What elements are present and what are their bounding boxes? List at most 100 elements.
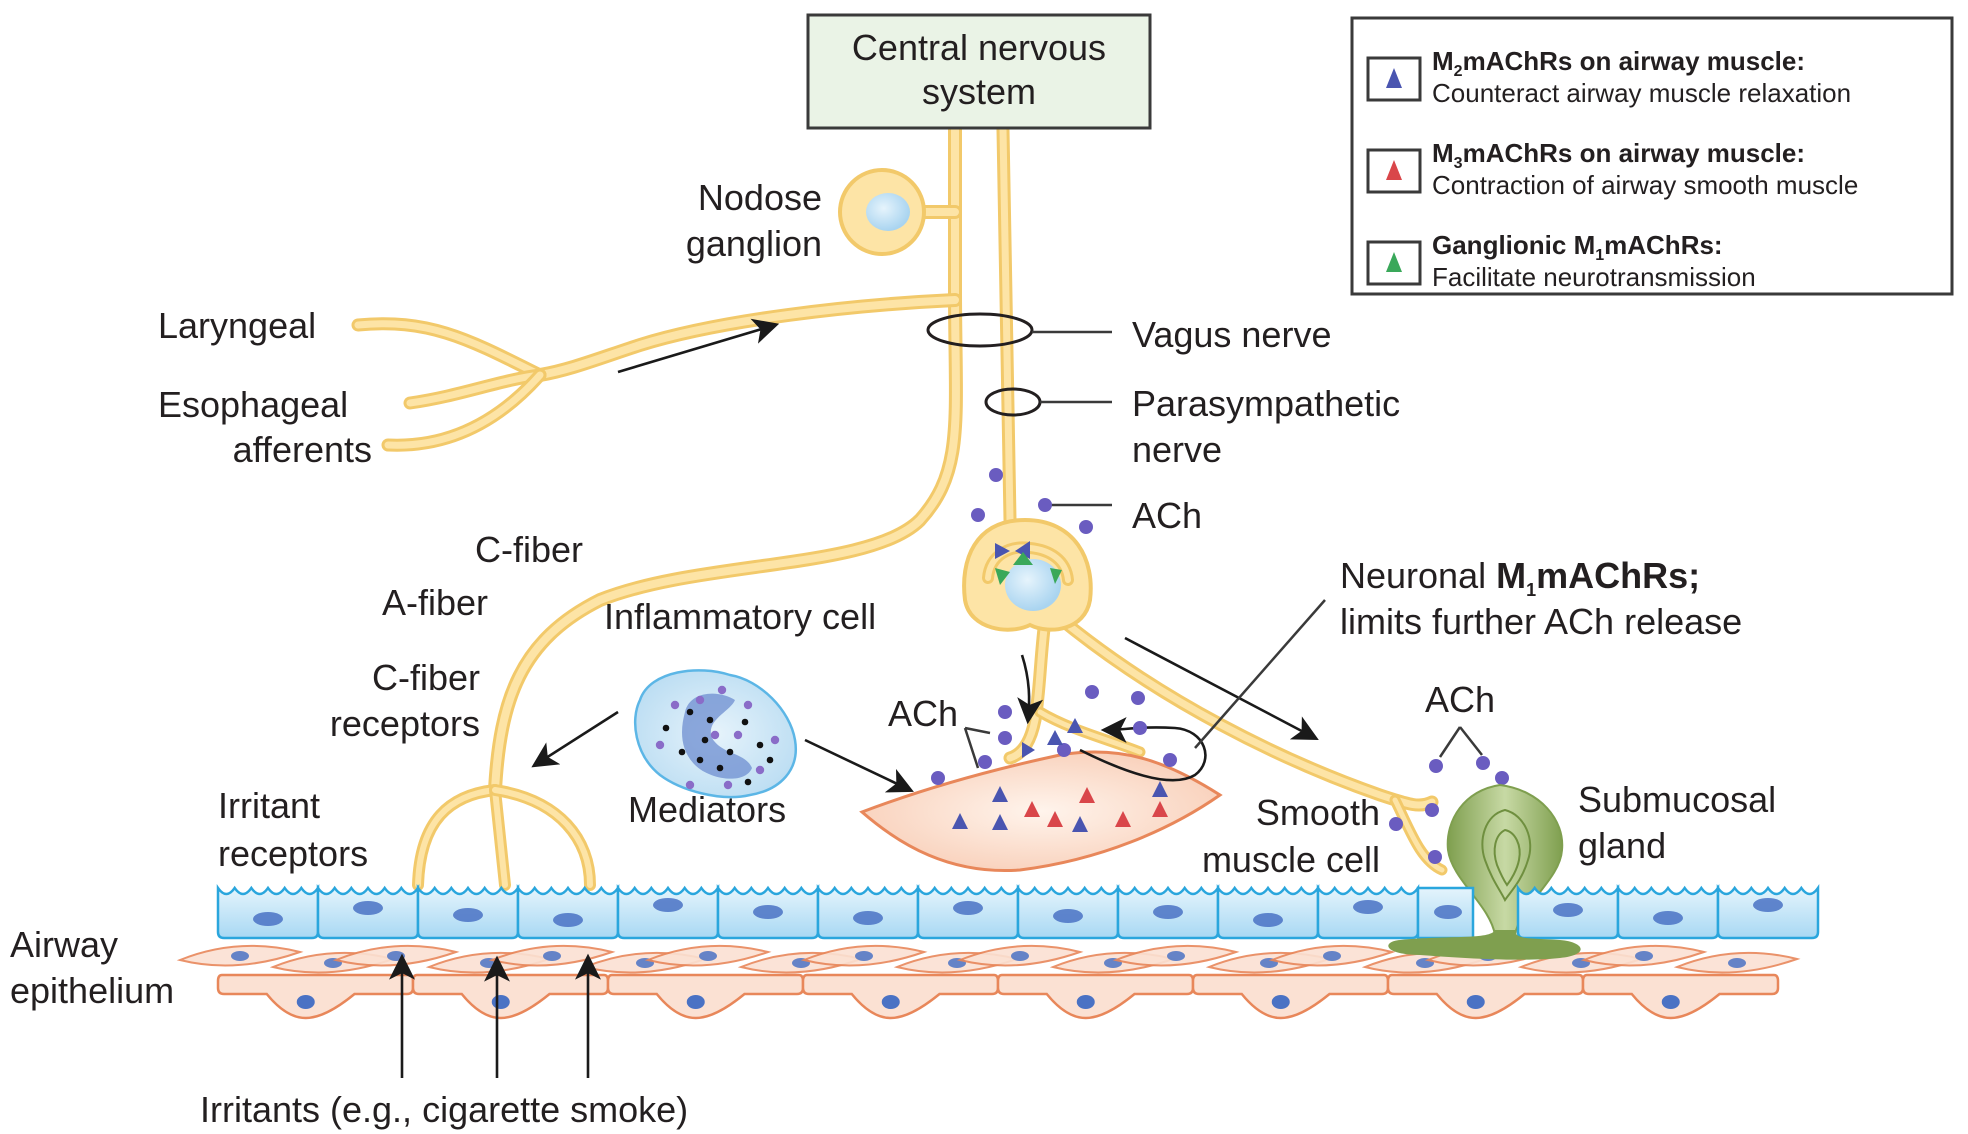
mediator-granule [670, 700, 680, 710]
granule [706, 716, 714, 724]
m2-receptor [952, 813, 968, 829]
legend-item-title: M3mAChRs on airway muscle: [1432, 138, 1805, 172]
label-ach-muscle: ACh [888, 693, 958, 734]
m3-receptor [1115, 811, 1131, 827]
epithelial-cell [1416, 886, 1475, 940]
epithelial-cell [616, 884, 720, 940]
mediator-granule [710, 730, 720, 740]
label-c-fiber-receptors-2: receptors [330, 703, 480, 744]
epithelial-cell [316, 884, 420, 940]
m3-receptor [1152, 801, 1168, 817]
label-ach-top: ACh [1132, 495, 1202, 536]
cell-nucleus [353, 901, 383, 915]
granule [662, 724, 670, 732]
ach-molecules-muscle [931, 685, 1177, 785]
cell-nucleus [1753, 898, 1783, 912]
ach-muscle-bracket [963, 726, 991, 769]
epithelial-cell [1316, 884, 1420, 940]
granule [766, 756, 774, 764]
epithelial-cell [216, 884, 320, 940]
ach-molecules-gland [1389, 756, 1509, 864]
granule [756, 741, 764, 749]
m1-receptor [1050, 568, 1062, 584]
afferent-vagal-nerve [351, 123, 963, 891]
red-triangle-icon [1386, 160, 1402, 180]
mediator-granule [685, 780, 695, 790]
blue-triangle-icon [1386, 68, 1402, 88]
mediator-granule [755, 765, 765, 775]
cell-nucleus [653, 898, 683, 912]
label-mediators: Mediators [628, 789, 786, 830]
cns-label-line2: system [922, 71, 1036, 112]
smooth-muscle-cell [859, 750, 1223, 873]
mediator-granule [695, 695, 705, 705]
mediator-granule [770, 735, 780, 745]
efferent-arrow-gland [1124, 636, 1319, 741]
basal-cell [606, 973, 805, 1020]
label-smooth: Smooth [1256, 792, 1380, 833]
mediator-granule [655, 740, 665, 750]
label-epithelium: epithelium [10, 970, 174, 1011]
granule [678, 748, 686, 756]
epithelial-cell [1116, 884, 1220, 940]
epithelial-cell [1016, 884, 1120, 940]
cell-nucleus [1553, 903, 1583, 917]
granule [716, 764, 724, 772]
epithelial-cell [916, 884, 1020, 940]
label-afferents: afferents [233, 429, 372, 470]
label-airway: Airway [10, 924, 118, 965]
cell-nucleus [1653, 911, 1683, 925]
basal-cell [216, 973, 415, 1020]
basal-cell [996, 973, 1195, 1020]
parasympathetic-efferent-nerve [996, 123, 1448, 876]
legend-item-description: Facilitate neurotransmission [1432, 262, 1756, 292]
label-parasympathetic: Parasympathetic [1132, 383, 1400, 424]
label-ganglion: ganglion [686, 223, 822, 264]
ach-molecules-ganglion [971, 468, 1093, 534]
label-muscle-cell: muscle cell [1202, 839, 1380, 880]
label-gland: gland [1578, 825, 1666, 866]
granule [744, 778, 752, 786]
cell-nucleus [1353, 900, 1383, 914]
cns-box: Central nervous system [806, 13, 1152, 130]
epithelial-cell [1716, 884, 1820, 940]
granule [696, 756, 704, 764]
cell-nucleus [953, 901, 983, 915]
cell-nucleus [553, 913, 583, 927]
epithelial-cell [716, 884, 820, 940]
label-neuronal-m1: Neuronal M1mAChRs; [1340, 555, 1700, 600]
mediator-arrow-right [804, 738, 914, 793]
label-submucosal: Submucosal [1578, 779, 1776, 820]
nodose-ganglion [838, 168, 926, 256]
m1-receptor [1013, 552, 1033, 565]
label-c-fiber: C-fiber [475, 529, 583, 570]
cell-nucleus [1153, 905, 1183, 919]
airway-epithelium [176, 884, 1820, 1020]
gland-duct-secretion [1388, 930, 1581, 960]
inflammatory-cell [633, 669, 798, 799]
label-nodose: Nodose [698, 177, 822, 218]
granule [726, 748, 734, 756]
basal-cell [411, 973, 610, 1020]
epithelial-cell [1616, 884, 1720, 940]
label-limits-ach-release: limits further ACh release [1340, 601, 1742, 642]
label-vagus-nerve: Vagus nerve [1132, 314, 1331, 355]
legend-item-description: Contraction of airway smooth muscle [1432, 170, 1858, 200]
label-a-fiber: A-fiber [382, 582, 488, 623]
legend-item: M2mAChRs on airway muscle:Counteract air… [1366, 46, 1851, 108]
cell-nucleus [453, 908, 483, 922]
m1-receptor [995, 568, 1010, 585]
neuronal-m1-leader [1194, 599, 1326, 749]
granule [686, 708, 694, 716]
cns-label-line1: Central nervous [852, 27, 1106, 68]
mediator-granule [717, 685, 727, 695]
m2-receptor [1152, 781, 1168, 797]
label-laryngeal: Laryngeal [158, 305, 316, 346]
label-inflammatory-cell: Inflammatory cell [604, 596, 876, 637]
legend: M2mAChRs on airway muscle:Counteract air… [1350, 16, 1954, 296]
mediator-granule [743, 700, 753, 710]
cell-nucleus [1253, 913, 1283, 927]
m3-receptor [1024, 801, 1040, 817]
epithelial-cell [1216, 884, 1320, 940]
